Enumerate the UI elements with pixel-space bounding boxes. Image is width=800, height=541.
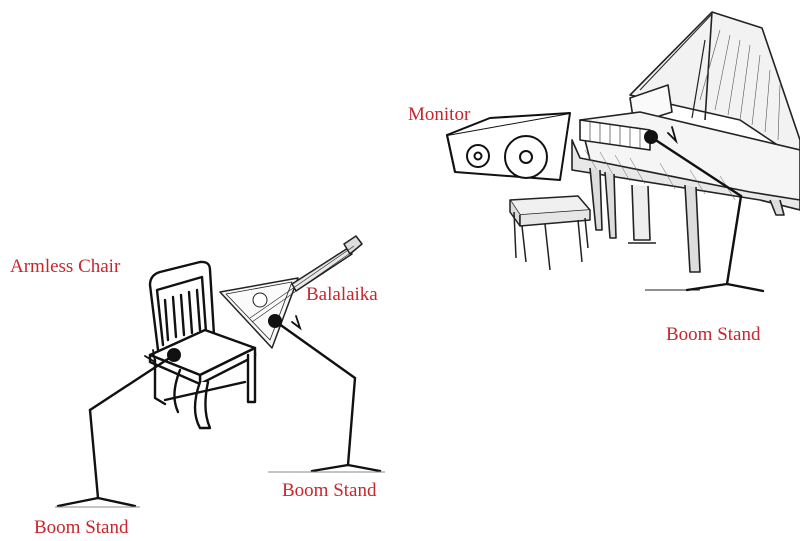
microphone-icon	[268, 314, 282, 328]
boom-stand-chair-icon	[56, 349, 176, 508]
microphone-icon	[644, 130, 658, 144]
monitor-label: Monitor	[408, 104, 471, 125]
boom-stand-balalaika-label: Boom Stand	[282, 480, 377, 501]
balalaika-label: Balalaika	[306, 284, 378, 305]
floor-lines	[55, 471, 385, 508]
boom-stand-piano-icon	[649, 126, 765, 293]
boom-stand-balalaika-icon	[273, 315, 382, 473]
boom-stand-piano-label: Boom Stand	[666, 324, 761, 345]
boom-stand-chair-label: Boom Stand	[34, 517, 129, 538]
monitor-speaker-icon	[446, 112, 571, 181]
armless-chair-label: Armless Chair	[10, 256, 121, 277]
grand-piano-icon	[571, 11, 800, 291]
piano-bench-icon	[509, 195, 591, 271]
balalaika-icon	[219, 235, 363, 349]
microphone-icon	[167, 348, 181, 362]
armless-chair-icon	[148, 260, 257, 430]
